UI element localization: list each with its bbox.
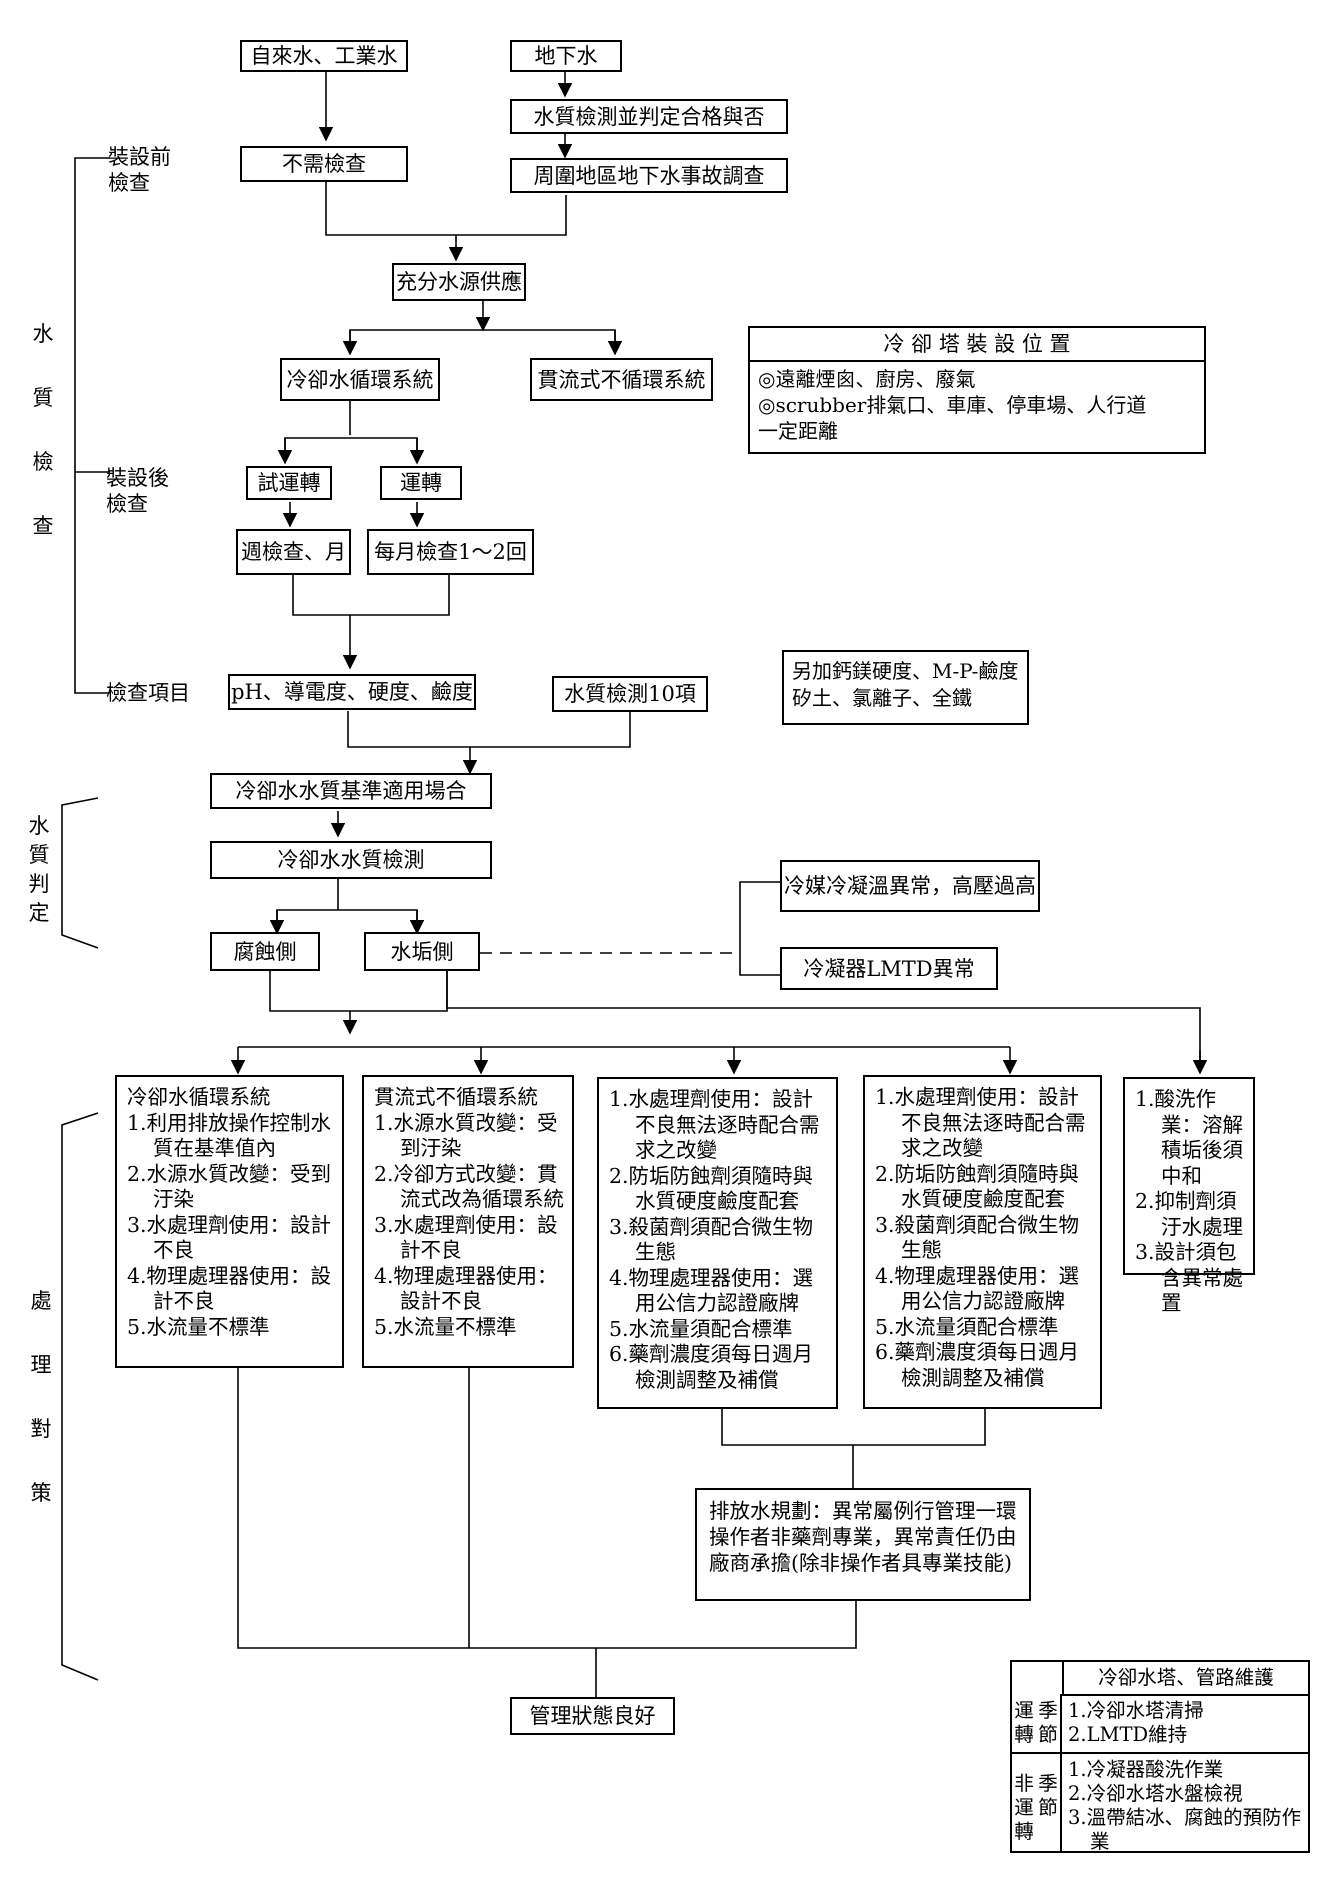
treatment-item: 2.冷卻方式改變：貫流式改為循環系統 <box>374 1161 564 1212</box>
node-operation: 運轉 <box>380 466 462 500</box>
treatment-item: 6.藥劑濃度須每日週月檢測調整及補償 <box>609 1342 814 1392</box>
treatment-item: 4.物理處理器使用：選用公信力認證廠牌 <box>609 1265 814 1316</box>
extra-item: 矽土、氯離子、全鐵 <box>792 686 972 710</box>
treatment-recirc-box: 冷卻水循環系統 1.利用排放操作控制水質在基準值內 2.水源水質改變：受到汙染 … <box>115 1075 344 1368</box>
treatment-item: 1.水處理劑使用：設計不良無法逐時配合需求之改變 <box>609 1087 820 1162</box>
treatment-item: 3.設計須包含異常處置 <box>1135 1240 1243 1315</box>
node-ten-items: 水質檢測10項 <box>552 676 708 712</box>
maintenance-item: 3.溫帶結冰、腐蝕的預防作業 <box>1068 1806 1302 1853</box>
node-once-through: 貫流式不循環系統 <box>530 358 713 401</box>
treatment-item: 3.水處理劑使用：設計不良 <box>127 1212 332 1263</box>
node-trial-run: 試運轉 <box>246 466 332 500</box>
treatment-once-box: 貫流式不循環系統 1.水源水質改變：受到汙染 2.冷卻方式改變：貫流式改為循環系… <box>362 1075 574 1368</box>
treatment-item: 2.防垢防蝕劑須隨時與水質硬度鹼度配套 <box>609 1163 814 1214</box>
tower-location-line: ◎遠離煙囪、廚房、廢氣 <box>758 367 976 391</box>
label-post-install: 裝設後檢查 <box>106 466 169 516</box>
treatment-item: 5.水流量不標準 <box>127 1314 270 1339</box>
treatment-item: 1.水源水質改變：受到汙染 <box>374 1110 558 1161</box>
maintenance-item: 2.LMTD維持 <box>1068 1723 1188 1746</box>
treatment-chem-a-box: 1.水處理劑使用：設計不良無法逐時配合需求之改變 2.防垢防蝕劑須隨時與水質硬度… <box>597 1077 838 1409</box>
treatment-item: 1.水處理劑使用：設計不良無法逐時配合需求之改變 <box>875 1085 1086 1160</box>
treatment-item: 3.殺菌劑須配合微生物生態 <box>609 1214 814 1265</box>
node-quality-test-pass: 水質檢測並判定合格與否 <box>510 99 788 134</box>
treatment-recirc-title: 冷卻水循環系統 <box>127 1085 271 1109</box>
treatment-item: 5.水流量不標準 <box>374 1314 517 1339</box>
node-cooling-water-test: 冷卻水水質檢測 <box>210 841 492 879</box>
treatment-item: 4.物理處理器使用：設計不良 <box>127 1263 332 1314</box>
treatment-item: 2.防垢防蝕劑須隨時與水質硬度鹼度配套 <box>875 1161 1080 1212</box>
treatment-item: 4.物理處理器使用：選用公信力認證廠牌 <box>875 1263 1080 1314</box>
season-run-label: 運季 轉節 <box>1014 1699 1058 1746</box>
extra-items-box: 另加鈣鎂硬度、M-P-鹼度 矽土、氯離子、全鐵 <box>782 650 1029 725</box>
section-water-quality-check: 水 質 檢 查 <box>32 322 54 538</box>
label-check-items: 檢查項目 <box>106 681 190 705</box>
treatment-chem-b-box: 1.水處理劑使用：設計不良無法逐時配合需求之改變 2.防垢防蝕劑須隨時與水質硬度… <box>863 1075 1102 1409</box>
node-groundwater: 地下水 <box>510 40 622 72</box>
extra-item: 另加鈣鎂硬度、M-P-鹼度 <box>792 659 1019 683</box>
treatment-item: 2.抑制劑須汙水處理 <box>1135 1189 1243 1239</box>
node-refrigerant-abnormal: 冷媒冷凝溫異常，高壓過高 <box>780 860 1040 912</box>
node-weekly-check: 週檢查、月 <box>236 529 351 575</box>
treatment-item: 1.利用排放操作控制水質在基準值內 <box>127 1110 332 1161</box>
maintenance-title: 冷卻水塔、管路維護 <box>1062 1662 1308 1696</box>
node-recirc-system: 冷卻水循環系統 <box>280 358 440 401</box>
treatment-item: 3.殺菌劑須配合微生物生態 <box>875 1212 1080 1263</box>
treatment-item: 5.水流量須配合標準 <box>875 1314 1059 1339</box>
treatment-item: 1.酸洗作業：溶解積垢後須中和 <box>1135 1087 1243 1188</box>
treatment-item: 4.物理處理器使用：設計不良 <box>374 1263 558 1314</box>
maintenance-item: 1.冷凝器酸洗作業 <box>1068 1758 1224 1781</box>
node-tap-industrial-water: 自來水、工業水 <box>240 40 408 72</box>
treatment-item: 3.水處理劑使用：設計不良 <box>374 1212 558 1263</box>
maintenance-item: 1.冷卻水塔清掃 <box>1068 1699 1204 1722</box>
treatment-item: 2.水源水質改變：受到汙染 <box>127 1161 332 1212</box>
node-sufficient-supply: 充分水源供應 <box>392 263 526 301</box>
treatment-item: 5.水流量須配合標準 <box>609 1316 793 1341</box>
node-corrosion-side: 腐蝕側 <box>210 932 320 971</box>
label-pre-install: 裝設前檢查 <box>108 145 171 195</box>
maintenance-item: 2.冷卻水塔水盤檢視 <box>1068 1782 1243 1805</box>
node-good-state: 管理狀態良好 <box>510 1697 675 1735</box>
node-lmtd-abnormal: 冷凝器LMTD異常 <box>780 947 998 990</box>
treatment-item: 6.藥劑濃度須每日週月檢測調整及補償 <box>875 1340 1080 1390</box>
node-scale-side: 水垢側 <box>364 932 480 971</box>
off-season-label: 非季 運節 轉 <box>1014 1772 1058 1843</box>
node-standard-applicability: 冷卻水水質基準適用場合 <box>210 773 492 809</box>
treatment-acid-box: 1.酸洗作業：溶解積垢後須中和 2.抑制劑須汙水處理 3.設計須包含異常處置 <box>1123 1077 1255 1315</box>
node-monthly-check: 每月檢查1～2回 <box>367 529 534 575</box>
node-no-check-needed: 不需檢查 <box>240 146 408 182</box>
section-treatment: 處 理 對 策 <box>30 1289 52 1505</box>
tower-location-box: 冷 卻 塔 裝 設 位 置 ◎遠離煙囪、廚房、廢氣 ◎scrubber排氣口、車… <box>748 326 1206 454</box>
node-ph-items: pH、導電度、硬度、鹼度 <box>228 674 476 710</box>
maintenance-table: 冷卻水塔、管路維護 運季 轉節 1.冷卻水塔清掃 2.LMTD維持 非季 運節 … <box>1010 1660 1310 1853</box>
tower-location-line: 一定距離 <box>758 419 838 443</box>
treatment-once-title: 貫流式不循環系統 <box>374 1085 538 1109</box>
tower-location-line: ◎scrubber排氣口、車庫、停車場、人行道 <box>758 393 1147 417</box>
tower-location-title: 冷 卻 塔 裝 設 位 置 <box>750 328 1204 362</box>
section-water-quality-judgement: 水 質 判 定 <box>28 814 50 925</box>
node-surrounding-survey: 周圍地區地下水事故調查 <box>510 158 788 193</box>
discharge-plan-box: 排放水規劃：異常屬例行管理一環操作者非藥劑專業，異常責任仍由廠商承擔(除非操作者… <box>695 1488 1031 1601</box>
